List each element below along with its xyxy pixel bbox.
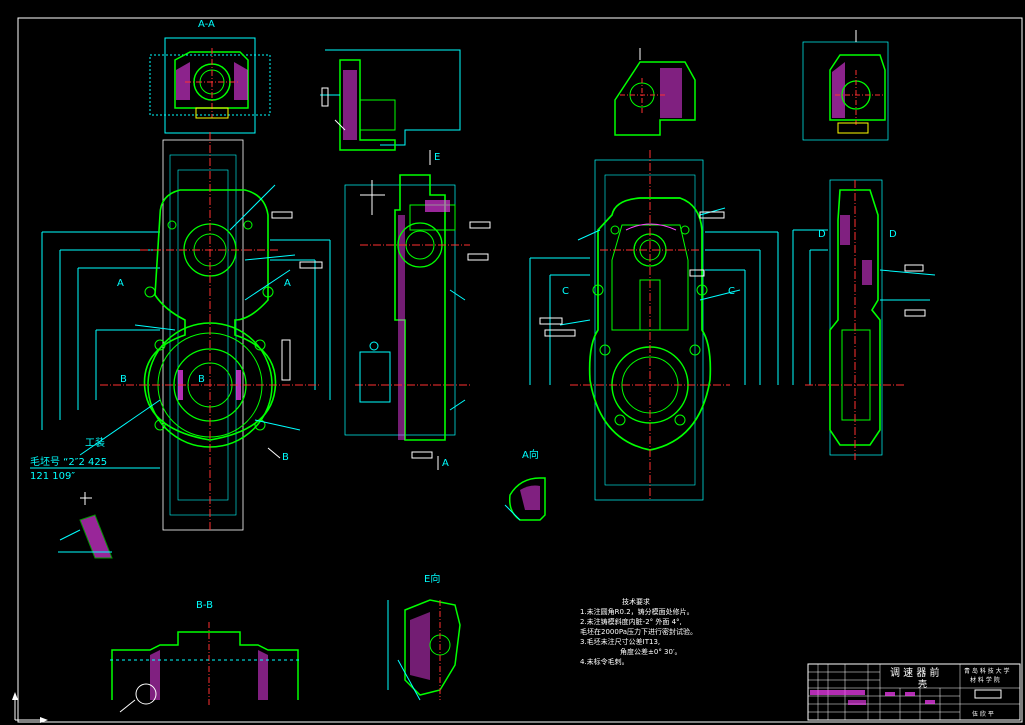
section-top-right	[802, 30, 889, 141]
mark-a-left: A	[117, 278, 124, 289]
ucs-icon	[12, 692, 48, 723]
mark-e-bottom: A	[442, 458, 449, 469]
mark-b-left: B	[120, 374, 127, 385]
tech-req-title: 技术要求	[622, 597, 650, 606]
mark-e-top: E	[434, 152, 440, 163]
tech-req-line-1: 1.未注圆角R0.2，铸分模面处修片。	[580, 607, 694, 616]
title-author: 伍 欣 平	[972, 710, 994, 718]
mark-b-center: B	[198, 374, 205, 385]
callout-blank-number: 毛坯号 “2″2 425	[30, 456, 107, 468]
tech-req-line-3: 毛坯在2000Pa压力下进行密封试验。	[580, 627, 697, 636]
front-view-center: C C	[529, 48, 779, 501]
tech-req-line-6: 4.未标令毛刺。	[580, 657, 629, 666]
mark-d-left: D	[818, 229, 826, 240]
mark-b-bottom: B	[282, 452, 289, 463]
tech-req-line-5: 角度公差±0° 30′。	[620, 647, 682, 656]
label-b-b: B-B	[196, 600, 213, 611]
mark-d-right: D	[889, 229, 897, 240]
tech-req-line-2: 2.未注铸模斜度内脏-2° 外面 4°,	[580, 617, 682, 626]
title-part-name: 调 速 器 前	[890, 666, 940, 679]
sheet-border	[17, 17, 1023, 723]
view-a-direction: A向	[504, 448, 546, 521]
section-b-b: B-B	[110, 600, 300, 713]
tech-req-line-4: 3.毛坯未注尺寸公差IT13,	[580, 637, 660, 646]
side-view-right: D D	[792, 179, 936, 460]
detail-bottom-left	[58, 492, 113, 559]
mark-c-left: C	[562, 286, 569, 297]
title-school: 青 岛 科 技 大 学	[964, 667, 1010, 675]
mark-a-right: A	[284, 278, 291, 289]
side-view-middle: E A	[320, 49, 491, 470]
view-e-direction: E向	[387, 572, 461, 701]
title-block: 调 速 器 前 壳 青 岛 科 技 大 学 材 料 学 院 伍 欣 平	[807, 663, 1021, 721]
section-a-a: A-A	[149, 19, 271, 134]
label-a-a: A-A	[198, 19, 215, 30]
title-school-2: 材 料 学 院	[970, 676, 1000, 684]
label-e-direction: E向	[424, 572, 440, 585]
callout-gongzhuang: 工装	[85, 436, 105, 449]
callout-blank-number-2: 121 109″	[30, 471, 75, 482]
front-view-left: A A B B B 工装 毛坯号 “2″2 425 121 109″	[30, 132, 331, 531]
label-a-direction: A向	[522, 448, 539, 461]
title-part-name-2: 壳	[918, 678, 927, 690]
tech-requirements: 技术要求 1.未注圆角R0.2，铸分模面处修片。 2.未注铸模斜度内脏-2° 外…	[580, 597, 697, 666]
mark-c-right: C	[728, 286, 735, 297]
